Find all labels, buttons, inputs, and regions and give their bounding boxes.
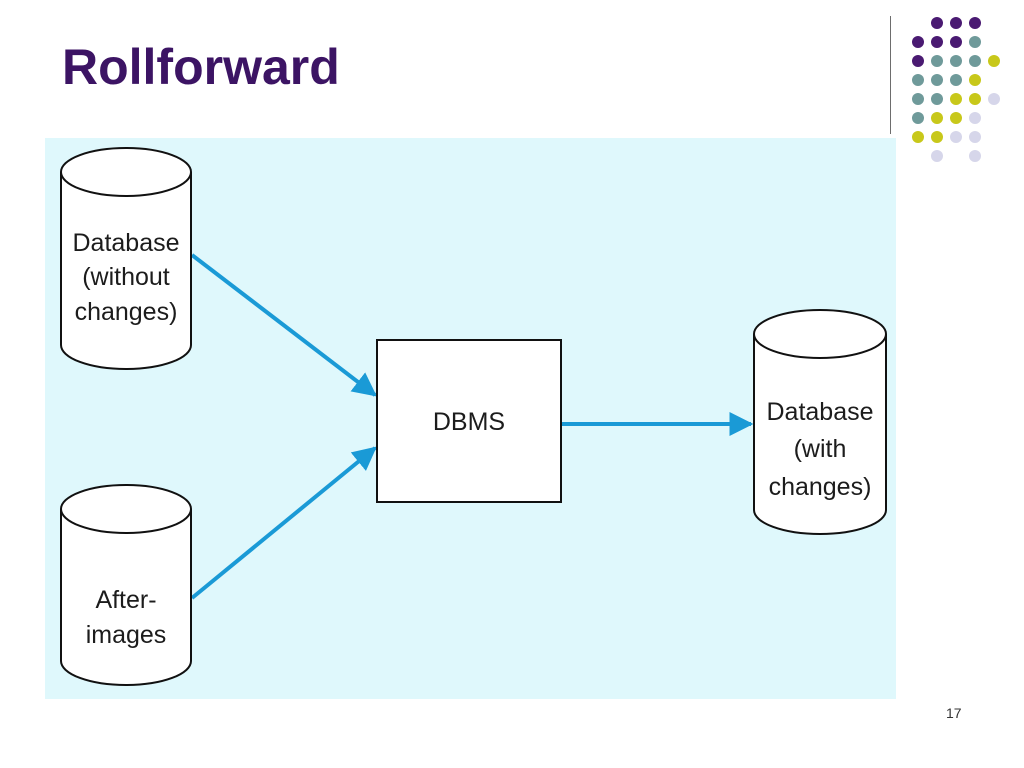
decorative-dot [931, 93, 943, 105]
decorative-dot [969, 112, 981, 124]
decorative-dot [931, 17, 943, 29]
decorative-dot [931, 74, 943, 86]
decorative-dot [912, 93, 924, 105]
decorative-dot [950, 74, 962, 86]
decorative-dot [931, 36, 943, 48]
decorative-dot [950, 112, 962, 124]
dbms-box: DBMS [376, 339, 562, 503]
input-db-line-3: changes) [75, 298, 178, 326]
arrow-input-db-to-dbms [190, 253, 377, 397]
arrow-after-images-to-dbms [190, 446, 377, 600]
input-db-line-1: Database [72, 229, 179, 257]
decorative-dot [969, 74, 981, 86]
after-images-line-2: images [86, 621, 167, 649]
decorative-dot [969, 131, 981, 143]
decorative-dot [912, 112, 924, 124]
decorative-dot [988, 93, 1000, 105]
decorative-dot [931, 112, 943, 124]
decorative-dot [950, 131, 962, 143]
decorative-dot [931, 55, 943, 67]
decorative-dot [950, 17, 962, 29]
decorative-dot [969, 93, 981, 105]
decorative-dot [950, 93, 962, 105]
rollforward-diagram: Database (without changes) After- images… [45, 138, 896, 699]
output-db-line-3: changes) [769, 473, 872, 501]
decorative-dot [931, 150, 943, 162]
decorative-dot [912, 36, 924, 48]
output-db-line-2: (with [794, 435, 847, 463]
slide-title: Rollforward [62, 39, 340, 95]
page-number: 17 [946, 705, 962, 721]
after-images-line-1: After- [95, 586, 156, 614]
decorative-dot [950, 36, 962, 48]
output-db-line-1: Database [766, 398, 873, 426]
decorative-dot [969, 17, 981, 29]
diagram-canvas: Database (without changes) After- images… [60, 147, 887, 686]
title-divider [890, 16, 891, 134]
dbms-label: DBMS [433, 408, 505, 436]
decorative-dot [931, 131, 943, 143]
decorative-dot [950, 55, 962, 67]
decorative-dot [969, 150, 981, 162]
input-db-line-2: (without [82, 263, 170, 291]
cylinder-input-database: Database (without changes) [60, 147, 192, 370]
decorative-dot [988, 55, 1000, 67]
decorative-dot [969, 36, 981, 48]
decorative-dot [912, 55, 924, 67]
cylinder-output-database: Database (with changes) [753, 309, 887, 535]
decorative-dot [912, 74, 924, 86]
decorative-dot [912, 131, 924, 143]
decorative-dot [969, 55, 981, 67]
cylinder-after-images: After- images [60, 484, 192, 686]
